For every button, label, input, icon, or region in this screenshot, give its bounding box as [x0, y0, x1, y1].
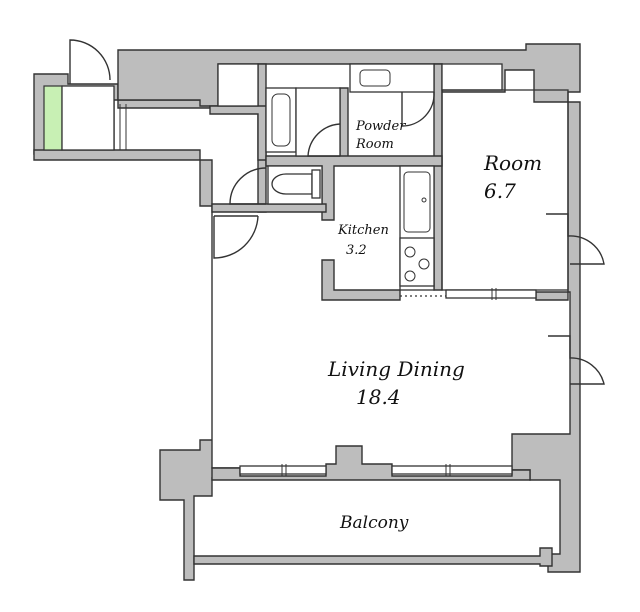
burner-3 — [404, 270, 416, 282]
washbasin-bowl — [359, 69, 391, 87]
kitchen-size-label: 3.2 — [346, 243, 367, 258]
kitchen-bottom-wall — [321, 259, 401, 301]
room-label: Room — [483, 151, 542, 175]
bath-room-area — [295, 87, 341, 157]
burner-1 — [404, 246, 416, 258]
kitchen-room-divider — [433, 63, 443, 291]
living-window-door[interactable] — [548, 335, 605, 385]
balcony-rail — [193, 547, 553, 567]
living-dining-size-label: 18.4 — [356, 385, 401, 409]
toilet-corridor-wall — [209, 105, 267, 161]
kitchen-faucet — [421, 197, 427, 203]
entrance-shoe-cabinet — [61, 85, 115, 151]
powder-room-label-line2: Room — [355, 137, 394, 152]
entrance-green-panel — [43, 85, 63, 151]
top-wall — [117, 43, 581, 107]
room-sliding-door[interactable] — [445, 289, 537, 299]
washbasin — [349, 63, 435, 93]
burner-2 — [418, 258, 430, 270]
bath-door[interactable] — [307, 123, 341, 157]
storage-closet — [217, 63, 259, 107]
bathtub-inner — [271, 93, 291, 147]
living-window-left[interactable] — [239, 465, 327, 475]
powder-room-door[interactable] — [401, 91, 435, 127]
entrance-door[interactable] — [69, 39, 111, 84]
left-wall — [33, 149, 241, 581]
living-bottom-wall — [211, 445, 531, 481]
living-dining-label: Living Dining — [327, 357, 465, 381]
toilet-bowl — [271, 173, 313, 195]
powder-room-label-line1: Powder — [355, 119, 406, 134]
kitchen-sink — [403, 171, 431, 233]
balcony-label: Balcony — [339, 513, 409, 533]
room-size-label: 6.7 — [484, 179, 516, 203]
living-window-right[interactable] — [391, 465, 513, 475]
corridor-door[interactable] — [213, 215, 259, 259]
toilet-tank — [311, 169, 321, 199]
room-closet — [441, 63, 503, 91]
toilet-bottom-wall — [211, 203, 327, 213]
bathtub — [265, 87, 297, 153]
room-window-door[interactable] — [546, 213, 605, 265]
kitchen-label: Kitchen — [337, 223, 389, 238]
toilet-door[interactable] — [229, 167, 267, 205]
powder-divider-wall — [339, 87, 349, 161]
